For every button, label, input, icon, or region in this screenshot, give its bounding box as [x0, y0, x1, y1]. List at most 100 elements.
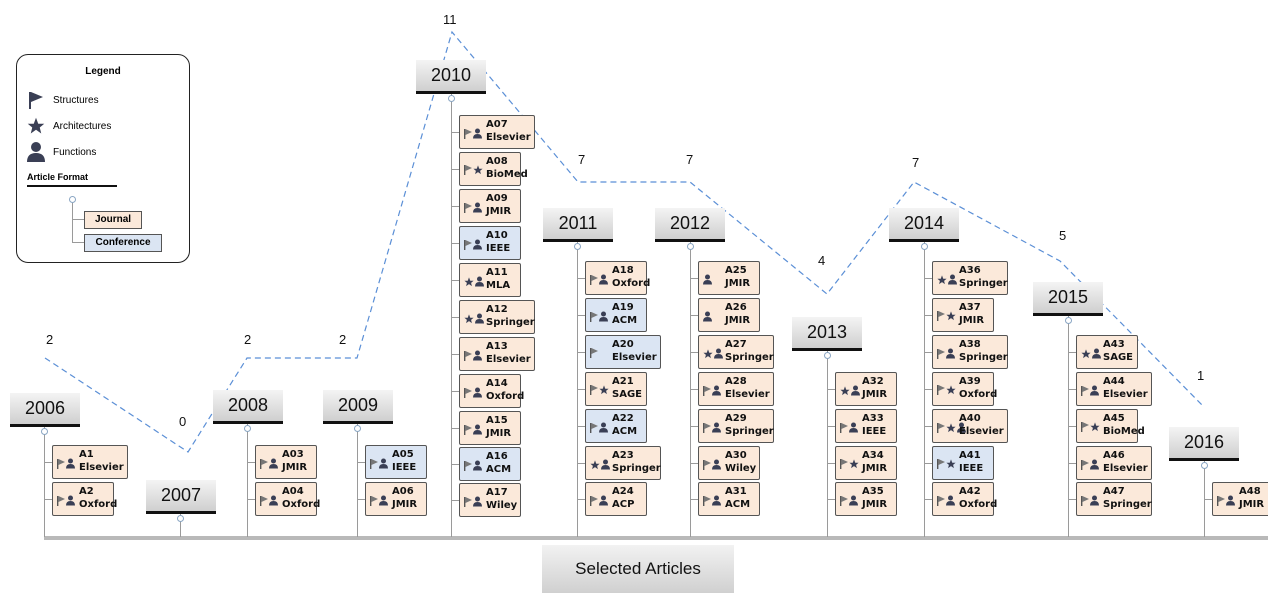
- year-header-2009: 2009: [323, 390, 393, 424]
- article-publisher: Springer: [959, 278, 1008, 289]
- card-connector: [924, 278, 932, 279]
- expand-collapse-knob[interactable]: [448, 95, 455, 102]
- article-publisher: SAGE: [1103, 352, 1133, 363]
- article-icons: [1081, 348, 1101, 359]
- expand-collapse-knob[interactable]: [244, 425, 251, 432]
- flag-icon: [464, 424, 472, 435]
- article-id: A19: [612, 302, 634, 313]
- flag-icon: [937, 422, 945, 433]
- year-header-2010: 2010: [416, 60, 486, 94]
- person-icon: [269, 495, 278, 506]
- expand-collapse-knob[interactable]: [824, 352, 831, 359]
- year-stem-line: [357, 424, 358, 537]
- trend-count-label-2010: 11: [443, 12, 457, 27]
- card-connector: [451, 391, 459, 392]
- card-connector: [577, 315, 585, 316]
- year-stem-line: [180, 514, 181, 537]
- expand-collapse-knob[interactable]: [921, 243, 928, 250]
- expand-collapse-knob[interactable]: [687, 243, 694, 250]
- article-id: A28: [725, 376, 747, 387]
- expand-collapse-knob[interactable]: [177, 515, 184, 522]
- card-connector: [827, 499, 835, 500]
- article-id: A07: [486, 119, 508, 130]
- expand-collapse-knob[interactable]: [354, 425, 361, 432]
- expand-collapse-knob[interactable]: [574, 243, 581, 250]
- article-icons: [840, 422, 858, 433]
- card-connector: [247, 462, 255, 463]
- article-id: A44: [1103, 376, 1125, 387]
- person-icon: [475, 313, 484, 324]
- year-header-2015: 2015: [1033, 282, 1103, 316]
- person-icon: [712, 385, 721, 396]
- article-icons: [1081, 385, 1099, 396]
- card-connector: [924, 499, 932, 500]
- trend-count-label-2008: 2: [244, 332, 252, 347]
- article-publisher: JMIR: [486, 206, 512, 217]
- article-id: A34: [862, 450, 884, 461]
- person-icon: [599, 311, 608, 322]
- article-icons: [703, 385, 721, 396]
- expand-collapse-knob[interactable]: [1065, 317, 1072, 324]
- person-icon: [712, 422, 721, 433]
- trend-count-label-2011: 7: [578, 152, 586, 167]
- legend-journal-box: Journal: [84, 211, 142, 229]
- card-connector: [690, 278, 698, 279]
- legend-tree-knob: [69, 196, 76, 203]
- card-connector: [451, 132, 459, 133]
- expand-collapse-knob[interactable]: [1201, 462, 1208, 469]
- article-icons: [464, 424, 482, 435]
- person-icon: [957, 422, 966, 433]
- expand-collapse-knob[interactable]: [41, 428, 48, 435]
- year-header-2008: 2008: [213, 390, 283, 424]
